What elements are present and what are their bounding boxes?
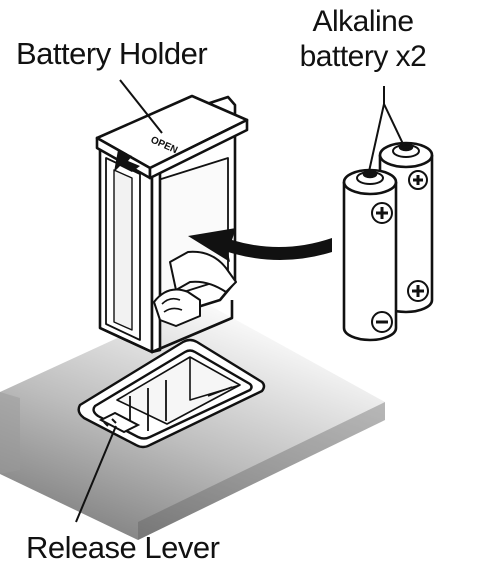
alkaline-leader <box>367 86 405 177</box>
minus-terminal-icon <box>376 207 388 324</box>
alkaline-battery-label: Alkaline battery x2 <box>290 4 436 74</box>
release-lever-label: Release Lever <box>26 530 220 565</box>
release-lever <box>98 411 141 434</box>
battery-holder <box>95 94 249 354</box>
battery-holder-leader <box>119 79 163 134</box>
alkaline-label-line2: battery x2 <box>299 40 427 73</box>
plus-icon <box>412 175 424 297</box>
curved-arrow-icon <box>188 228 332 262</box>
arrow-down-icon <box>114 150 140 172</box>
alkaline-label-line1: Alkaline <box>312 5 414 38</box>
battery-front <box>342 168 398 342</box>
release-lever-leader <box>75 425 117 523</box>
battery-holder-label: Battery Holder <box>16 36 208 71</box>
